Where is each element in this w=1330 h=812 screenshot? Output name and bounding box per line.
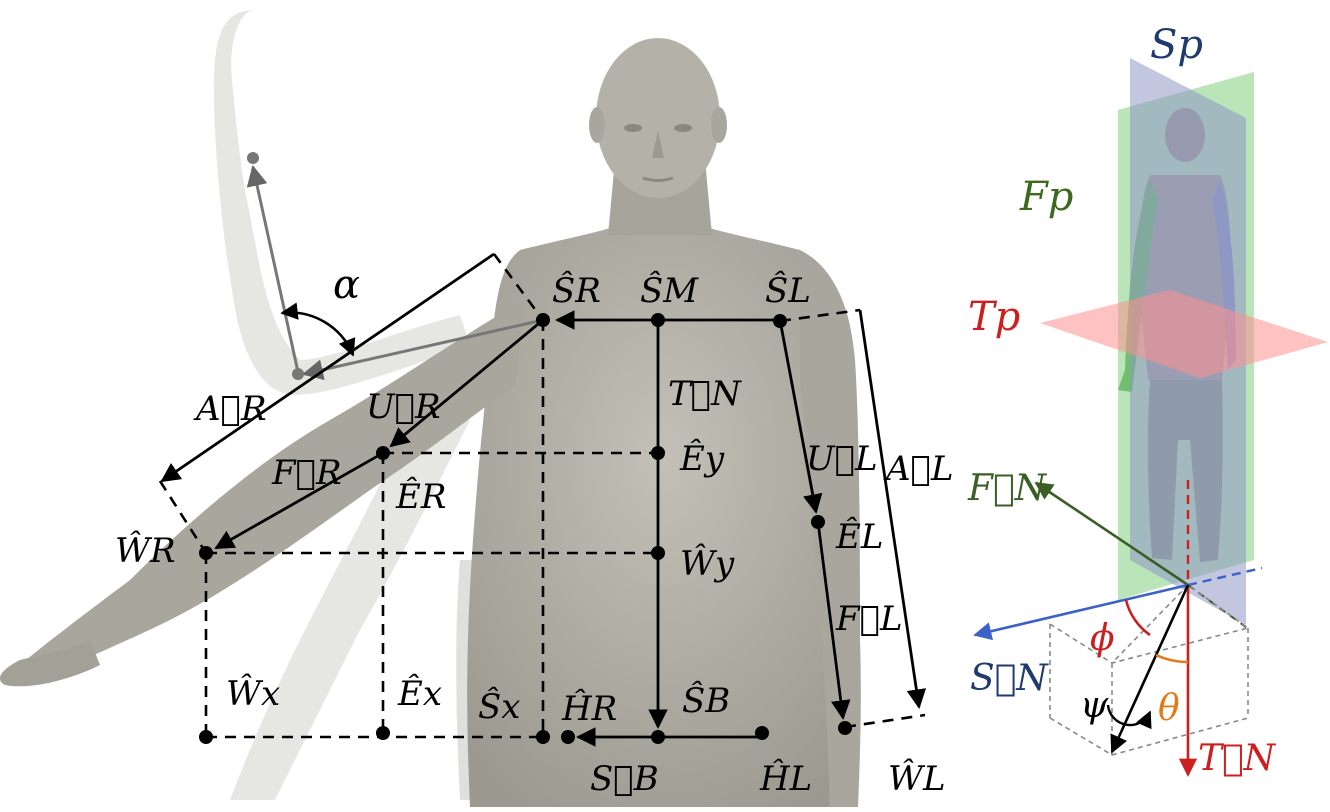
label-u-l: U⃗L	[806, 439, 878, 479]
point-s-b	[651, 730, 665, 744]
dash-ar-end	[158, 480, 208, 554]
right-hand	[0, 640, 100, 687]
label-s-m: ŜM	[640, 270, 699, 311]
body-vectors	[160, 252, 927, 747]
label-f-n: F⃗N	[967, 468, 1048, 509]
dash-ar-start	[492, 253, 545, 321]
point-s-r	[536, 313, 550, 327]
mouth	[642, 176, 674, 182]
label-theta: θ	[1158, 688, 1180, 729]
label-e-l: ÊL	[835, 516, 883, 557]
label-s-l: ŜL	[765, 270, 811, 311]
dash-al-start	[779, 308, 861, 323]
nose	[652, 130, 664, 158]
label-f-l: F⃗L	[835, 599, 903, 639]
label-t-n-planes: T⃗N	[1198, 738, 1277, 779]
u-r-vector	[389, 318, 544, 448]
point-w-l	[838, 721, 852, 735]
ghost-lowered-arm	[230, 400, 470, 800]
label-f-r: F⃗R	[271, 453, 342, 493]
label-w-x: Ŵx	[226, 673, 280, 714]
label-s-b-point: ŜB	[682, 680, 730, 721]
alpha-angle-arc	[280, 302, 356, 357]
joint-points	[199, 313, 852, 744]
projection-lines	[158, 253, 926, 739]
f-r-vector	[214, 451, 384, 550]
ghost-elbow-point	[292, 368, 304, 380]
human-figure	[0, 10, 861, 807]
point-w-r	[199, 546, 213, 560]
label-w-l: ŴL	[888, 758, 946, 799]
phi-arc	[1124, 599, 1151, 637]
left-ear	[711, 107, 727, 143]
f-n-vector	[1034, 481, 1189, 587]
label-e-x: Êx	[397, 673, 442, 714]
transverse-plane	[1040, 290, 1328, 378]
point-h-l	[755, 726, 769, 740]
head	[596, 38, 720, 198]
label-a-l: A⃗L	[883, 449, 954, 489]
ghost-arm-skeleton: α	[246, 152, 544, 381]
label-w-y: Ŵy	[680, 543, 735, 584]
label-s-x: Ŝx	[478, 686, 520, 727]
label-e-y: Êy	[679, 438, 725, 479]
label-psi: ψ	[1080, 685, 1109, 726]
ghost-wrist-point	[247, 152, 259, 164]
ghost-upper-arm-vector	[301, 318, 544, 381]
label-u-r: U⃗R	[366, 387, 441, 427]
s-n-vector	[973, 583, 1189, 641]
label-t-n: T⃗N	[668, 374, 742, 414]
u-l-vector	[778, 319, 823, 514]
right-eye	[624, 124, 642, 132]
point-e-r	[376, 446, 390, 460]
left-labels: ŜR ŜM ŜL A⃗R U⃗R T⃗N U⃗L A⃗L F⃗R Êy ÊR Ê…	[115, 270, 954, 799]
point-w-x	[199, 730, 213, 744]
left-arm	[800, 255, 861, 807]
label-e-r: ÊR	[395, 476, 446, 517]
label-s-b-vector: S⃗B	[590, 759, 659, 799]
theta-arc	[1155, 653, 1189, 664]
alpha-label: α	[333, 262, 360, 308]
point-w-y	[651, 546, 665, 560]
right-arm	[20, 300, 525, 680]
label-w-r: ŴR	[115, 530, 176, 571]
a-l-vector	[858, 309, 927, 709]
point-s-x	[536, 730, 550, 744]
label-f-p: Fp	[1019, 174, 1073, 220]
right-ear	[589, 107, 605, 143]
s-n-dashed-extension	[1187, 566, 1263, 587]
psi-rotation-arc	[1106, 704, 1152, 730]
dash-al-end	[844, 713, 926, 729]
point-h-r	[561, 730, 575, 744]
label-a-r: A⃗R	[193, 389, 267, 429]
point-s-m	[651, 313, 665, 327]
left-eye	[674, 124, 692, 132]
a-r-vector	[160, 252, 495, 483]
label-h-r: ĤR	[561, 688, 617, 729]
point-s-l	[773, 314, 787, 328]
label-h-l: ĤL	[759, 758, 812, 799]
label-s-r: ŜR	[552, 270, 601, 311]
label-t-p: Tp	[968, 294, 1020, 340]
label-phi: ϕ	[1090, 618, 1115, 659]
point-e-l	[811, 515, 825, 529]
point-e-x	[376, 726, 390, 740]
label-s-n: S⃗N	[970, 658, 1049, 699]
torso	[467, 225, 860, 807]
planes-diagram: Sp Fp Tp F⃗N S⃗N T⃗N ϕ θ ψ	[967, 22, 1328, 779]
label-s-p: Sp	[1150, 22, 1203, 68]
f-l-vector	[816, 521, 851, 720]
point-e-y	[651, 446, 665, 460]
